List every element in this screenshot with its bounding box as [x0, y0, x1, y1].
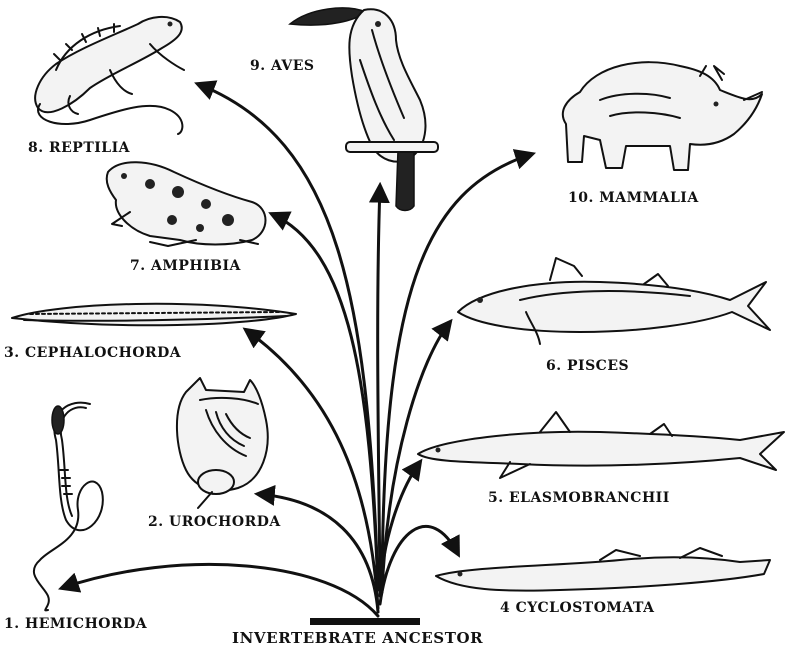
- branch-aves: [378, 186, 380, 584]
- label-mammalia: 10. MAMMALIA: [568, 190, 699, 206]
- rhinoceros-icon: [563, 62, 762, 170]
- lancelet-icon: [12, 304, 296, 325]
- label-reptilia: 8. REPTILIA: [28, 140, 131, 156]
- label-cyclostomata: 4 CYCLOSTOMATA: [500, 600, 655, 616]
- ancestor-base-bar: [310, 618, 420, 625]
- lamprey-icon: [436, 548, 770, 591]
- toucan-icon: [290, 8, 438, 211]
- mackerel-icon: [458, 258, 770, 344]
- frog-icon: [107, 162, 266, 246]
- branch-cyclostomata: [380, 526, 458, 604]
- label-cephalochorda: 3. CEPHALOCHORDA: [4, 345, 182, 361]
- label-pisces: 6. PISCES: [546, 358, 629, 374]
- iguana-icon: [35, 17, 184, 134]
- label-hemichorda: 1. HEMICHORDA: [4, 616, 148, 632]
- branch-mammalia: [382, 154, 532, 584]
- shark-icon: [418, 412, 784, 478]
- label-elasmobranchii: 5. ELASMOBRANCHII: [488, 490, 670, 506]
- label-aves: 9. AVES: [250, 58, 314, 74]
- branch-urochorda: [258, 494, 378, 612]
- branch-amphibia: [272, 214, 378, 590]
- base-label: INVERTEBRATE ANCESTOR: [232, 629, 483, 647]
- label-urochorda: 2. UROCHORDA: [148, 514, 281, 530]
- sea-squirt-icon: [177, 378, 268, 508]
- label-amphibia: 7. AMPHIBIA: [130, 258, 242, 274]
- branch-hemichorda: [62, 564, 378, 616]
